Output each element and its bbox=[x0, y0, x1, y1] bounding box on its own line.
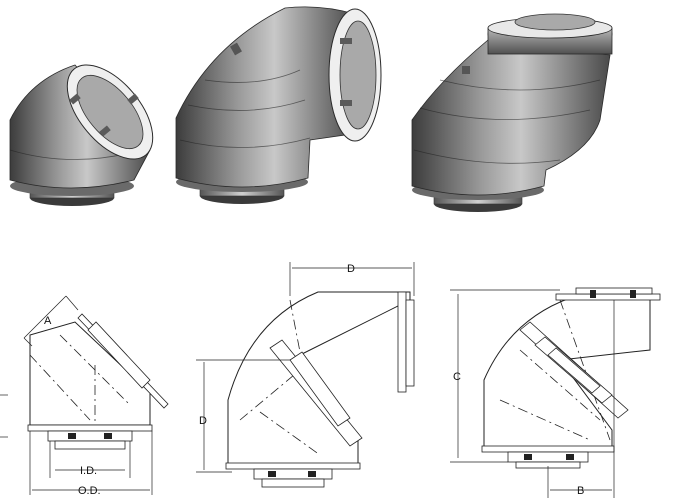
elbow-45-drawing bbox=[0, 295, 169, 495]
elbow-60-body bbox=[411, 39, 611, 196]
elbow-60-inner-opening bbox=[514, 13, 596, 31]
elbow-90-render bbox=[175, 6, 382, 204]
dim-label-id: I.D. bbox=[80, 465, 97, 477]
dim-label-c: C bbox=[453, 371, 461, 383]
elbow-90-inner-opening bbox=[339, 20, 377, 130]
elbow-45-inner-opening bbox=[76, 75, 144, 149]
elbow-60-drawing bbox=[450, 287, 661, 498]
dim-label-d-side: D bbox=[199, 415, 207, 427]
dim-label-od: O.D. bbox=[78, 485, 101, 497]
elbow-60-render bbox=[411, 13, 613, 212]
elbow-90-drawing bbox=[196, 262, 415, 488]
dim-label-d-top: D bbox=[347, 263, 355, 275]
dim-label-b: B bbox=[577, 485, 584, 497]
dim-label-a: A bbox=[44, 315, 52, 327]
elbow-90-body bbox=[175, 6, 356, 188]
elbow-45-render bbox=[9, 64, 154, 206]
